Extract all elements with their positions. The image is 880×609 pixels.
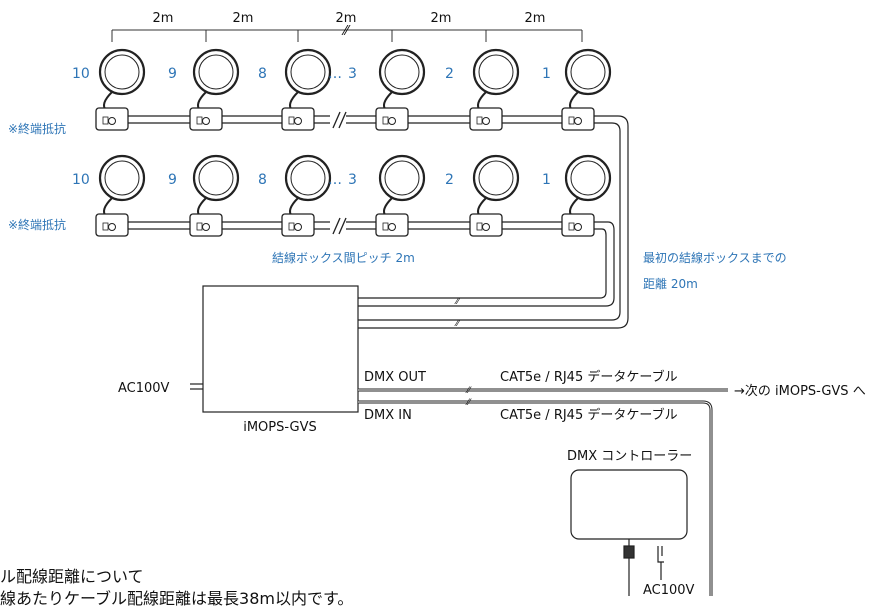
break-mark: ⁄⁄ <box>454 319 462 329</box>
fixture <box>95 48 146 131</box>
rj45-plug-icon <box>623 539 635 596</box>
power-plug-icon <box>657 546 664 580</box>
fixture <box>469 48 520 131</box>
fixture <box>561 48 612 131</box>
first-box-distance-line2: 距離 20m <box>643 277 698 291</box>
fixture-row-2: 10 9 8 … 3 2 1 <box>72 154 612 237</box>
fixture-row-1: 10 9 8 … 3 2 1 <box>72 48 612 131</box>
dmx-controller-power-label: AC100V <box>643 583 695 598</box>
spacing-label: 2m <box>525 11 546 26</box>
fixture-number: … <box>328 172 342 188</box>
row-cable <box>112 115 600 124</box>
spacing-label: 2m <box>431 11 452 26</box>
pitch-label: 結線ボックス間ピッチ 2m <box>272 250 415 265</box>
fixture <box>281 48 332 131</box>
note-line-1: ル配線距離について <box>0 567 144 586</box>
next-unit-label: →次の iMOPS-GVS へ <box>734 383 866 399</box>
controller-unit-box <box>202 285 359 413</box>
fixture-number: 2 <box>445 172 454 188</box>
controller-unit-name: iMOPS-GVS <box>243 420 317 435</box>
fixture <box>469 154 520 237</box>
note-line-2: 線あたりケーブル配線距離は最長38m以内です。 <box>0 589 354 608</box>
dmx-in-label: DMX IN <box>364 408 412 423</box>
fixture <box>281 154 332 237</box>
fixture <box>561 154 612 237</box>
fixture <box>189 154 240 237</box>
fixture-number: 8 <box>258 172 267 188</box>
fixture <box>95 154 146 237</box>
break-mark: ⁄⁄ <box>465 386 473 396</box>
dmx-out-label: DMX OUT <box>364 370 426 385</box>
fixture-number: 3 <box>348 66 357 82</box>
cable-break <box>330 217 347 235</box>
fixture <box>375 48 426 131</box>
cable-break <box>330 111 347 129</box>
fixture-number: 3 <box>348 172 357 188</box>
fixture-number: 2 <box>445 66 454 82</box>
spacing-label: 2m <box>233 11 254 26</box>
row-cable <box>112 221 600 230</box>
fixture-number: 1 <box>542 172 551 188</box>
dmx-controller-box <box>570 469 688 540</box>
fixture-number: 9 <box>168 172 177 188</box>
fixture-number: 8 <box>258 66 267 82</box>
fixture-number: 9 <box>168 66 177 82</box>
break-mark: ⁄⁄ <box>341 24 351 39</box>
fixture-number: 1 <box>542 66 551 82</box>
first-box-distance-line1: 最初の結線ボックスまでの <box>643 250 787 265</box>
in-cable-label: CAT5e / RJ45 データケーブル <box>500 407 678 423</box>
spacing-label: 2m <box>336 11 357 26</box>
terminator-label: ※終端抵抗 <box>8 217 66 232</box>
fixture <box>189 48 240 131</box>
fixture-number: … <box>328 66 342 82</box>
spacing-dimension <box>111 29 583 42</box>
dmx-in-cable <box>358 400 713 596</box>
spacing-label: 2m <box>153 11 174 26</box>
break-mark: ⁄⁄ <box>465 398 473 408</box>
fixture <box>375 154 426 237</box>
feed-cables <box>358 115 629 329</box>
fixture-number: 10 <box>72 172 90 188</box>
terminator-label: ※終端抵抗 <box>8 121 66 136</box>
out-cable-label: CAT5e / RJ45 データケーブル <box>500 369 678 385</box>
break-mark: ⁄⁄ <box>454 297 462 307</box>
power-input-connector <box>190 383 203 390</box>
dmx-controller-title: DMX コントローラー <box>567 449 692 464</box>
fixture-number: 10 <box>72 66 90 82</box>
unit-power-label: AC100V <box>118 381 170 396</box>
